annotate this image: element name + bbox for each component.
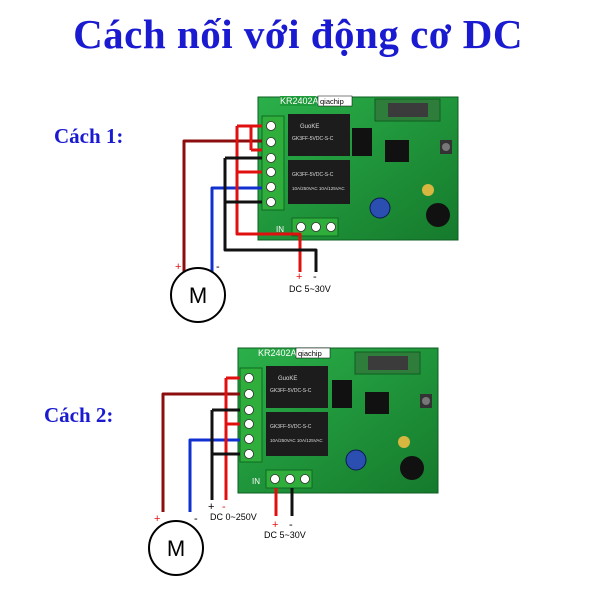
load-supply-2: + - DC 0~250V [208,501,257,522]
in-label-1: IN [276,225,284,234]
board-model-2: KR2402A [258,348,297,358]
motor-2-minus: - [194,513,198,525]
relay-2a-brand: GuoKE [278,376,297,382]
capacitor-1a [369,197,391,219]
board-model-1: KR2402A [280,96,319,106]
relay-2a-part: GK3FF-5VDC-S-C [270,388,312,394]
supply-1-plus: + [296,271,302,283]
capacitor-1b [426,203,450,227]
relay-1b-spec: 10A/250VAC 10A/125VAC [292,186,345,191]
relay-2a [266,366,328,408]
case-2-label: Cách 2: [44,403,114,427]
in-label-2: IN [252,477,260,486]
supply-1-label: DC 5~30V [289,284,331,294]
case-2-board: KR2402A qiachip GuoKE GK3FF-5VDC-S-C GK3… [237,347,439,494]
motor-1-symbol [170,267,226,323]
motor-2: M + - [148,513,204,576]
supply-1-minus: - [313,271,317,283]
supply-2-plus: + [272,519,278,531]
motor-1-minus: - [216,261,220,273]
case-2-wires [161,376,294,516]
motor-1: M + - [170,261,226,323]
relay-2b-spec: 10A/250VAC 10A/125VAC [270,438,323,443]
motor-2-label: M [167,536,185,561]
relay-1b [288,160,350,204]
supply-2-label: DC 5~30V [264,530,306,540]
relay-1b-part: GK3FF-5VDC-S-C [292,172,334,178]
board-brand-1: qiachip [320,97,344,106]
case-1-label: Cách 1: [54,124,124,148]
supply-2-minus: - [289,519,293,531]
capacitor-2a [345,449,367,471]
motor-2-plus: + [154,513,160,525]
page-title: Cách nối với động cơ DC [73,11,523,57]
board-brand-2: qiachip [298,349,322,358]
case-1-board: KR2402A qiachip GuoKE GK3FF-5VDC-S-C GK3… [257,95,459,241]
relay-1a-brand: GuoKE [300,124,319,130]
relay-2b-part: GK3FF-5VDC-S-C [270,424,312,430]
relay-1a [288,114,350,156]
motor-1-plus: + [175,261,181,273]
motor-1-label: M [189,283,207,308]
terminal-screws-2 [244,373,254,459]
supply-2: + - DC 5~30V [264,519,306,540]
relay-1a-part: GK3FF-5VDC-S-C [292,136,334,142]
load-2-minus: - [222,501,226,513]
capacitor-2b [400,456,424,480]
relay-2b [266,412,328,456]
case-1-wires [182,124,318,262]
motor-2-symbol [148,520,204,576]
load-2-label: DC 0~250V [210,512,257,522]
supply-1: + - DC 5~30V [289,258,331,294]
load-2-plus: + [208,501,214,513]
terminal-screws-1 [266,121,276,207]
